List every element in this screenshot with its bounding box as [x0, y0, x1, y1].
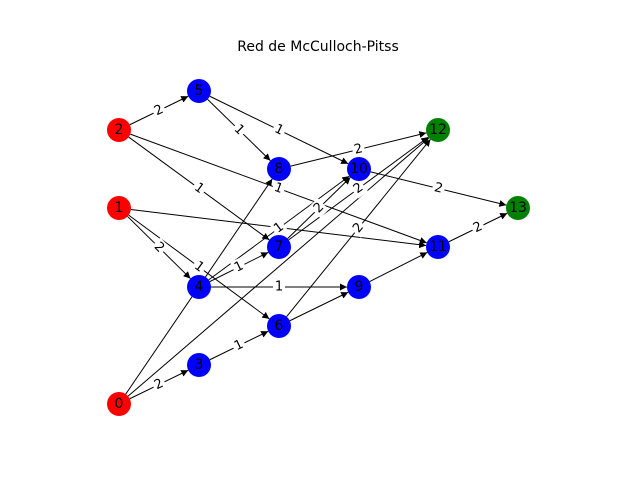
edge-weight-2-5: 2 [150, 100, 168, 121]
edge-weight-1-6: 1 [189, 257, 209, 277]
edge-weight-4-10: 1 [269, 218, 289, 238]
node-9: 9 [347, 275, 371, 299]
node-10: 10 [347, 157, 371, 181]
node-circle-output [506, 196, 530, 220]
node-6: 6 [267, 314, 291, 338]
edge-weight-5-8: 1 [229, 120, 249, 140]
edge-weight-background [273, 279, 285, 295]
node-circle-input [107, 392, 131, 416]
edge-weight-background [430, 179, 447, 198]
edges-layer [125, 95, 508, 400]
node-label: 9 [355, 279, 364, 295]
edge-weight-2-11: 1 [270, 178, 287, 199]
edge-weight-background [189, 178, 209, 199]
edge-weight-background [309, 198, 329, 218]
edge-weight-0-3: 2 [150, 374, 168, 395]
node-label: 2 [115, 122, 124, 138]
edge-weight-5-10: 1 [270, 120, 288, 140]
edge-weight-8-12: 2 [350, 140, 367, 159]
node-label: 4 [195, 279, 204, 295]
node-circle-input [107, 118, 131, 142]
node-label: 1 [115, 200, 124, 216]
edge-weight-4-7: 1 [230, 257, 248, 277]
edge-weight-background [348, 178, 369, 199]
node-circle-hidden [347, 275, 371, 299]
node-13: 13 [506, 196, 530, 220]
node-circle-hidden [187, 275, 211, 299]
edge-9-11 [369, 251, 428, 283]
node-5: 5 [187, 79, 211, 103]
node-2: 2 [107, 118, 131, 142]
edge-weight-1-4: 2 [149, 237, 169, 258]
node-circle-hidden [187, 79, 211, 103]
node-label: 5 [195, 83, 204, 99]
node-label: 11 [429, 239, 447, 255]
node-label: 3 [195, 357, 204, 373]
edge-weight-background [230, 257, 248, 277]
edge-6-9 [289, 291, 349, 322]
edge-weight-label: 2 [433, 180, 445, 197]
edge-weight-2-7: 1 [189, 178, 209, 199]
node-label: 6 [275, 318, 284, 334]
edge-weight-7-12: 2 [348, 178, 369, 199]
node-label: 13 [509, 200, 527, 216]
node-4: 4 [187, 275, 211, 299]
edge-weight-label: 1 [275, 280, 283, 295]
edge-weight-background [150, 374, 168, 395]
edge-weight-label: 2 [353, 141, 365, 158]
edge-weight-background [150, 100, 168, 121]
edge-weight-4-9: 1 [273, 279, 285, 295]
node-12: 12 [426, 118, 450, 142]
edge-weight-background [270, 178, 287, 199]
edge-weight-10-13: 2 [430, 179, 447, 198]
node-circle-input [107, 196, 131, 220]
node-11: 11 [426, 235, 450, 259]
node-0: 0 [107, 392, 131, 416]
node-circle-hidden [267, 314, 291, 338]
node-circle-output [426, 118, 450, 142]
chart-title: Red de McCulloch-Pitss [237, 39, 399, 55]
edge-0-12 [127, 137, 430, 397]
edge-weight-background [149, 237, 169, 258]
node-circle-hidden [187, 353, 211, 377]
edge-weight-background [269, 218, 289, 238]
node-label: 12 [429, 122, 447, 138]
node-7: 7 [267, 235, 291, 259]
node-3: 3 [187, 353, 211, 377]
node-circle-hidden [267, 157, 291, 181]
node-label: 10 [350, 161, 368, 177]
node-8: 8 [267, 157, 291, 181]
edge-weight-11-13: 2 [469, 217, 487, 238]
edge-weight-background [230, 335, 248, 356]
node-circle-hidden [347, 157, 371, 181]
node-label: 7 [275, 239, 284, 255]
node-circle-hidden [426, 235, 450, 259]
edge-weight-background [270, 120, 288, 140]
edge-weight-background [189, 257, 209, 277]
node-label: 0 [115, 396, 124, 412]
edge-weight-6-12: 2 [348, 218, 369, 238]
node-circle-hidden [267, 235, 291, 259]
node-1: 1 [107, 196, 131, 220]
node-label: 8 [275, 161, 284, 177]
edge-weight-7-10: 2 [309, 198, 329, 218]
edge-weight-background [469, 217, 487, 238]
edge-weight-background [350, 140, 367, 159]
edge-weight-background [229, 120, 249, 140]
edge-weight-background [348, 218, 369, 238]
edge-weight-3-6: 1 [230, 335, 248, 356]
